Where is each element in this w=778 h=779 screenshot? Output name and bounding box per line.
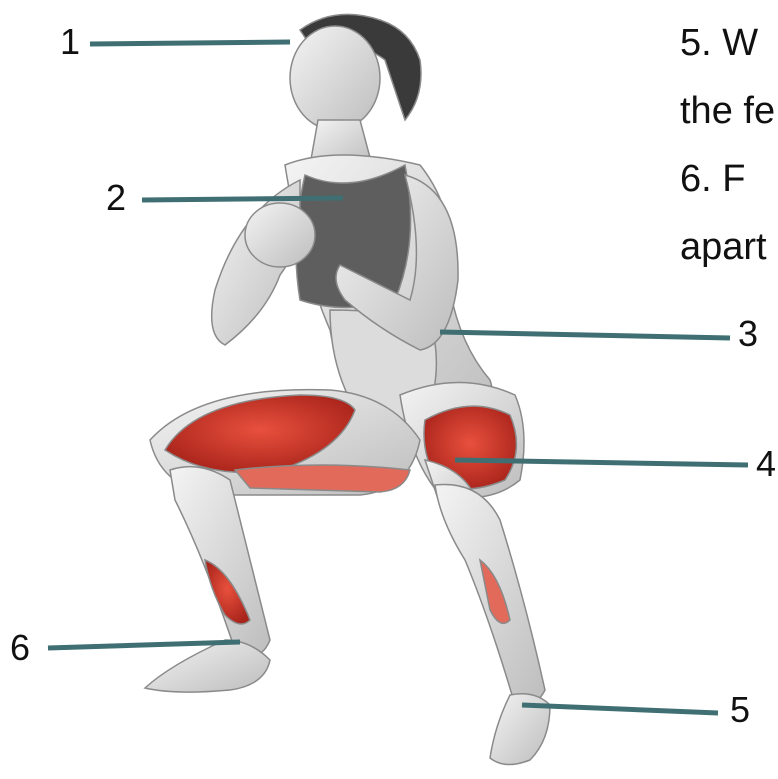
- leader-line-1: [90, 42, 290, 44]
- callout-number-2: 2: [106, 180, 126, 216]
- clasped-hands: [245, 203, 315, 267]
- caption-line-2: the fe: [680, 92, 775, 130]
- callout-number-1: 1: [60, 24, 80, 60]
- callout-number-4: 4: [756, 446, 776, 482]
- body-illustration: [145, 14, 550, 764]
- adductor-muscle: [235, 465, 410, 492]
- leader-line-2: [142, 198, 343, 200]
- caption-line-3: 6. F: [680, 160, 745, 198]
- caption-line-4: apart: [680, 228, 767, 266]
- left-foot: [145, 640, 270, 692]
- head: [290, 26, 380, 130]
- leader-line-3: [440, 332, 730, 338]
- leader-line-5: [522, 705, 718, 713]
- caption-line-1: 5. W: [680, 24, 758, 62]
- callout-number-6: 6: [10, 630, 30, 666]
- callout-number-3: 3: [738, 316, 758, 352]
- callout-number-5: 5: [730, 692, 750, 728]
